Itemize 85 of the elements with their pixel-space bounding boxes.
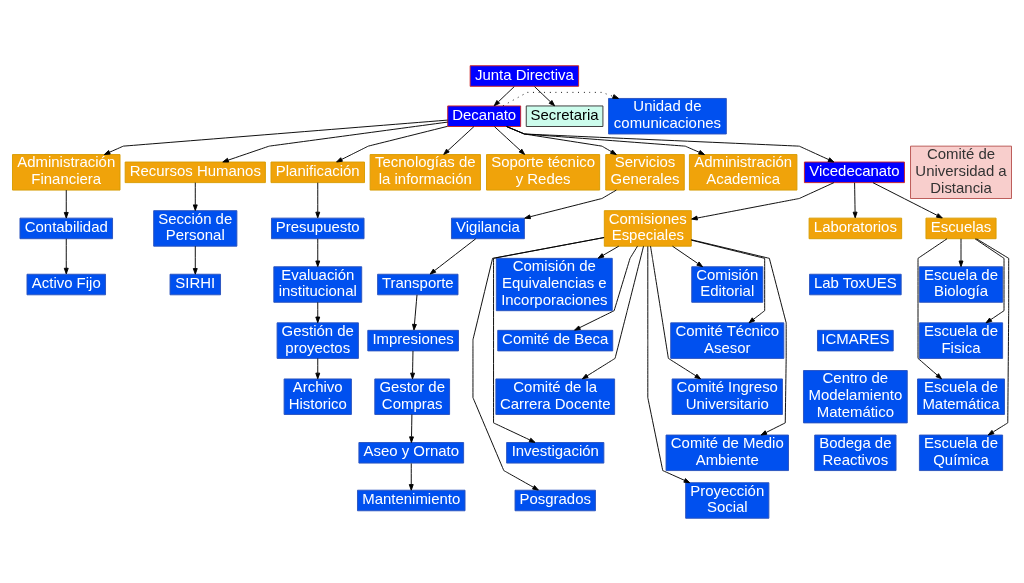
arrow	[597, 245, 620, 259]
arrow	[315, 181, 321, 218]
node-box: Evaluación institucional	[273, 265, 363, 303]
node-box: Comité Técnico Asesor	[670, 321, 785, 359]
node-box: Mantenimiento	[357, 489, 466, 511]
arrow	[315, 237, 321, 267]
arrow	[410, 350, 415, 379]
arrow	[103, 119, 449, 155]
node-box: Contabilidad	[19, 217, 113, 239]
node-box: Comisión de Equivalencias e Incorporaciones	[495, 257, 613, 311]
node-box: Tecnologías de la información	[369, 153, 481, 191]
node-box: Soporte técnico y Redes	[486, 153, 601, 191]
arrow	[574, 245, 638, 331]
node-box: Presupuesto	[271, 217, 365, 239]
node-box: Escuela de Química	[918, 434, 1004, 471]
node-box: Comisiones Especiales	[603, 209, 692, 247]
node-box: SIRHI	[169, 273, 221, 295]
node-box: Comité de Beca	[497, 329, 614, 351]
node-box: Escuela de Matemática	[917, 378, 1005, 415]
node-box: Activo Fijo	[26, 273, 106, 295]
node-box: Vicedecanato	[803, 161, 905, 183]
arrow	[63, 237, 69, 274]
node-box: Escuela de Biología	[918, 265, 1004, 303]
node-box: Servicios Generales	[605, 153, 685, 191]
node-box: Planificación	[270, 161, 365, 183]
arrow	[412, 293, 418, 330]
node-box: Laboratorios	[808, 217, 903, 239]
node-box: Comité de Universidad a Distancia	[910, 145, 1012, 199]
node-box: Junta Directiva	[469, 64, 580, 87]
arrow	[493, 85, 515, 106]
node-box: Gestor de Compras	[374, 378, 451, 415]
node-box: Escuela de Fisica	[918, 321, 1004, 359]
node-box: Comité de la Carrera Docente	[495, 378, 616, 415]
node-box: Bodega de Reactivos	[814, 434, 897, 471]
arrow	[315, 357, 321, 379]
node-box: Comisión Editorial	[691, 265, 764, 303]
arrow	[958, 237, 964, 267]
node-box: Decanato	[447, 104, 522, 127]
node-box: Impresiones	[367, 329, 459, 351]
arrow	[63, 189, 69, 219]
node-box: Centro de Modelamiento Matemático	[803, 369, 908, 423]
arrow	[443, 125, 475, 155]
arrow	[524, 189, 617, 219]
node-box: Gestión de proyectos	[276, 321, 359, 359]
node-box: Proyección Social	[685, 481, 770, 519]
arrow	[691, 181, 835, 220]
node-box: Aseo y Ornato	[358, 441, 465, 464]
arrow	[974, 237, 1005, 323]
arrow	[672, 245, 704, 267]
node-box: ICMARES	[817, 329, 894, 351]
arrow	[493, 236, 605, 443]
arrow	[647, 245, 691, 483]
arrow	[917, 237, 948, 379]
node-box: Secretaria	[525, 104, 604, 127]
node-box: Administración Financiera	[12, 153, 121, 191]
node-box: Lab ToxUES	[809, 273, 902, 295]
arrow	[409, 413, 414, 443]
node-box: Unidad de comunicaciones	[608, 97, 727, 134]
arrow	[429, 237, 477, 275]
node-box: Administración Academica	[688, 153, 798, 191]
node-box: Archivo Historico	[283, 378, 352, 415]
arrow	[336, 125, 448, 162]
arrow	[581, 245, 644, 379]
node-box: Vigilancia	[451, 217, 525, 239]
arrow	[534, 85, 556, 106]
arrow	[502, 91, 619, 106]
arrow	[872, 181, 943, 218]
arrow	[315, 301, 321, 323]
node-box: Escuelas	[925, 217, 997, 239]
node-box: Recursos Humanos	[124, 161, 266, 183]
node-box: Comité de Medio Ambiente	[665, 434, 789, 471]
arrow	[650, 245, 702, 379]
node-box: Transporte	[377, 273, 459, 295]
arrow	[976, 237, 1010, 435]
node-box: Posgrados	[514, 489, 596, 511]
arrow	[852, 181, 858, 218]
node-box: Comité Ingreso Universitario	[671, 378, 783, 415]
arrow	[506, 125, 835, 162]
arrow	[192, 245, 198, 275]
node-box: Investigación	[506, 441, 605, 464]
node-box: Sección de Personal	[153, 209, 238, 247]
arrow	[493, 125, 526, 155]
arrow	[192, 181, 198, 211]
arrow	[408, 462, 414, 491]
arrow	[222, 121, 449, 162]
